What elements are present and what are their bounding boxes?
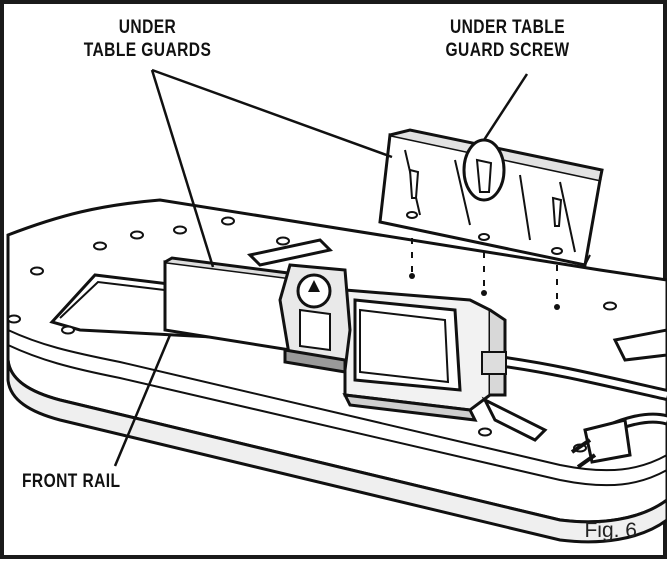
side-slot	[612, 328, 667, 362]
label-front-rail: FRONT RAIL	[22, 471, 121, 492]
label-under-table-guards-line-1: UNDER	[118, 17, 177, 38]
label-under-table-guard-screw: UNDER TABLE GUARD SCREW	[419, 16, 595, 62]
alignment-dots	[409, 273, 560, 310]
mount-bracket	[481, 396, 548, 442]
leader-lines	[113, 68, 529, 467]
label-under-table-guards-line-2: TABLE GUARDS	[83, 40, 212, 61]
label-under-table-guard-screw-line-2: GUARD SCREW	[445, 40, 570, 61]
motor-housing	[342, 288, 507, 422]
alignment-lines	[411, 238, 558, 307]
power-cord	[481, 351, 667, 445]
blade-slot	[246, 238, 334, 267]
under-table-guard-bracket	[378, 128, 604, 267]
table-screw-holes	[7, 216, 617, 453]
figure-caption: Fig. 6	[584, 519, 637, 542]
label-under-table-guard-screw-line-1: UNDER TABLE	[449, 17, 566, 38]
switch-knob	[278, 263, 352, 374]
plug	[570, 418, 632, 469]
label-under-table-guards: UNDER TABLE GUARDS	[59, 16, 235, 62]
